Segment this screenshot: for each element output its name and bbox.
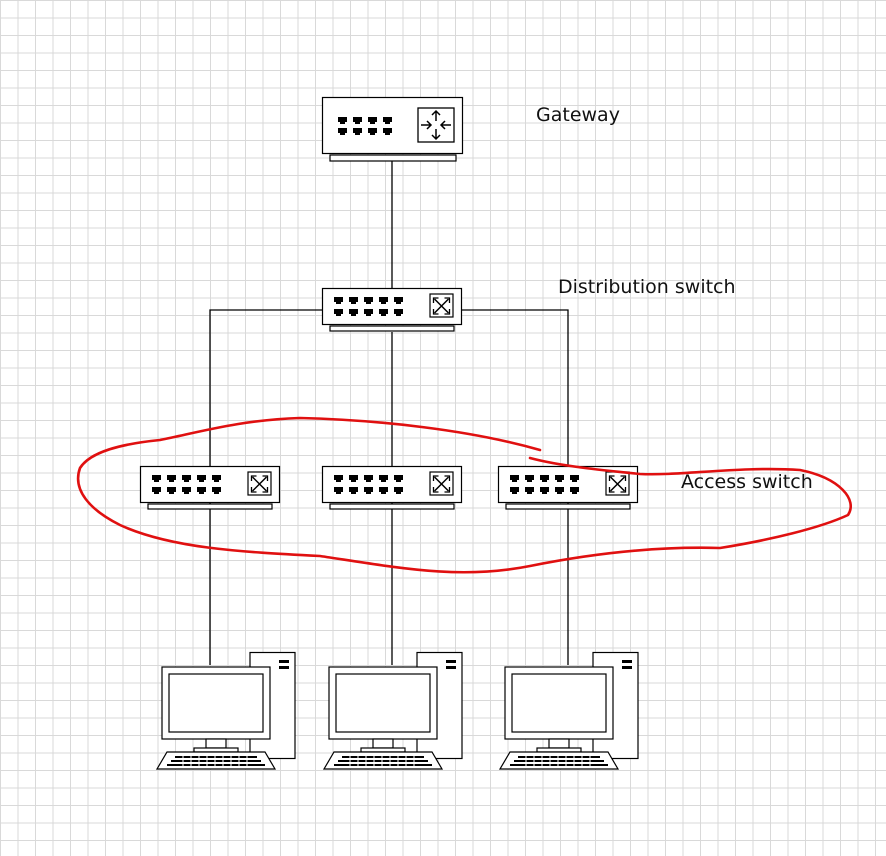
desktop-computer-icon	[499, 651, 639, 770]
computer-left	[156, 651, 296, 770]
gateway-label: Gateway	[536, 104, 620, 126]
link-distribution-right	[462, 309, 569, 665]
access-switch-left	[141, 467, 280, 510]
distribution-switch-label: Distribution switch	[558, 276, 736, 298]
network-switch-icon	[323, 289, 462, 332]
distribution-switch-device	[323, 289, 462, 332]
access-switch-center	[323, 467, 462, 510]
router-icon	[417, 107, 455, 143]
desktop-computer-icon	[156, 651, 296, 770]
connection-lines	[209, 158, 569, 665]
desktop-computer-icon	[323, 651, 463, 770]
network-switch-icon	[323, 467, 462, 510]
access-layer-highlight	[76, 416, 852, 574]
computer-right	[499, 651, 639, 770]
computer-center	[323, 651, 463, 770]
gateway-device	[321, 96, 464, 162]
network-switch-icon	[141, 467, 280, 510]
access-switch-label: Access switch	[681, 471, 813, 493]
